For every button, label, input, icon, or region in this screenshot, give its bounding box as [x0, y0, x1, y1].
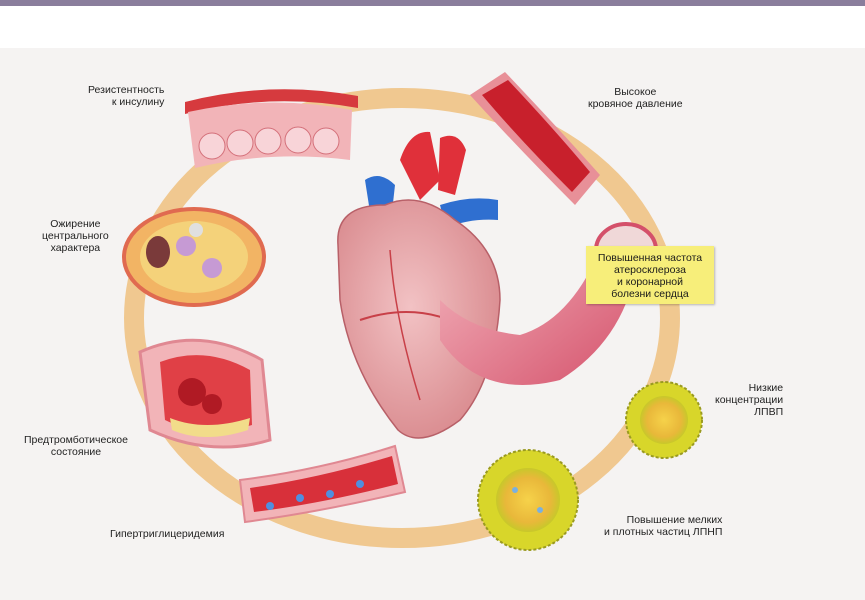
- small-ldl-particle-illustration: [478, 450, 578, 550]
- central-obesity-illustration: [124, 209, 264, 305]
- low-hdl-particle-illustration: [626, 382, 702, 458]
- heart-illustration: [338, 132, 500, 438]
- insulin-resistance-illustration: [185, 89, 358, 168]
- high-blood-pressure-illustration: [470, 72, 600, 205]
- hypertriglyceridemia-illustration: [240, 446, 405, 522]
- prothrombotic-illustration: [140, 340, 270, 447]
- label-hypertriglyceridemia: Гипертриглицеридемия: [110, 528, 224, 540]
